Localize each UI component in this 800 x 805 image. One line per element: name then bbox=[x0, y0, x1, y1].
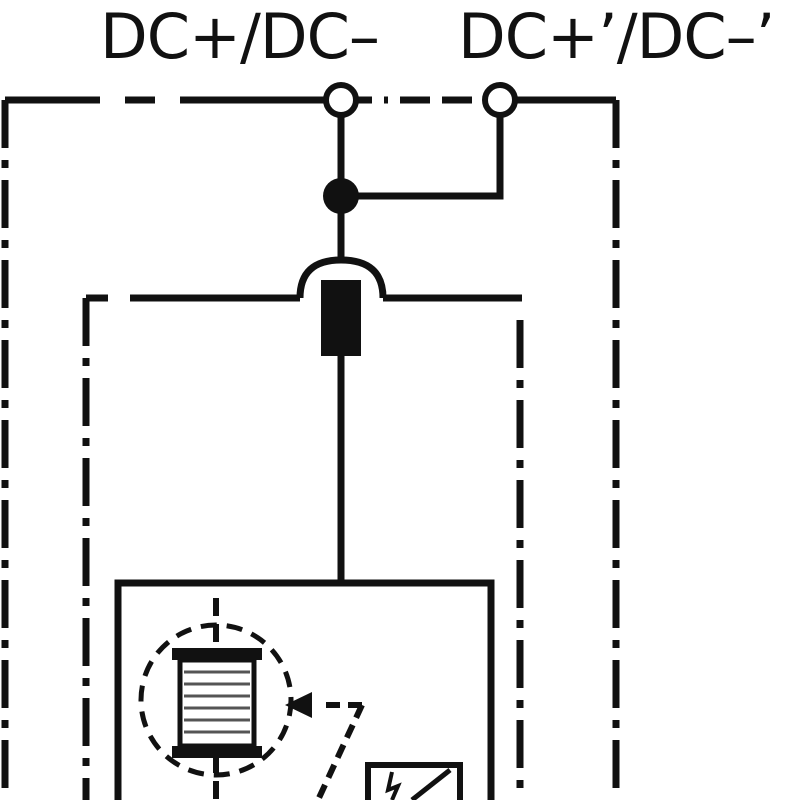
component-box bbox=[114, 579, 495, 805]
junction-dot-icon bbox=[323, 178, 359, 214]
inner-enclosure bbox=[82, 294, 524, 800]
terminal-left-label: DC+/DC– bbox=[100, 0, 380, 73]
bridge-conductor bbox=[357, 114, 504, 200]
main-conductor bbox=[296, 114, 387, 583]
terminal-right-label: DC+’/DC–’ bbox=[458, 0, 775, 73]
outer-enclosure bbox=[1, 100, 620, 800]
thermal-link-icon bbox=[285, 692, 365, 802]
varistor-icon bbox=[138, 598, 294, 800]
terminal-right-icon[interactable] bbox=[482, 82, 518, 118]
status-indicator-icon bbox=[365, 762, 463, 805]
fuse-icon bbox=[321, 280, 361, 356]
terminal-left-icon[interactable] bbox=[323, 82, 359, 118]
